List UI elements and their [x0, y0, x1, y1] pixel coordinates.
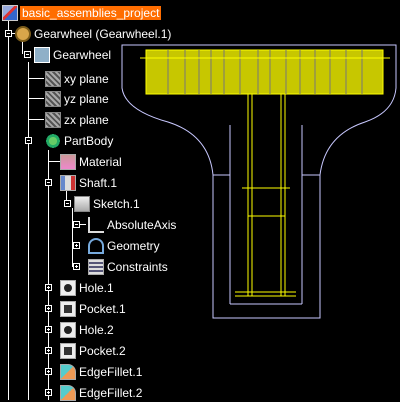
tree-item-label: Shaft.1 — [79, 175, 118, 190]
tree-root-label: basic_assemblies_project — [20, 5, 162, 20]
product-icon — [2, 4, 18, 21]
tree-item-label: AbsoluteAxis — [107, 217, 177, 232]
collapse-toggle[interactable] — [73, 221, 80, 228]
tree-item-label: Sketch.1 — [93, 196, 140, 211]
tree-item-pocket-2[interactable]: Pocket.2 — [45, 341, 126, 360]
material-icon — [60, 153, 76, 170]
tree-item-constraints[interactable]: Constraints — [73, 257, 168, 276]
expand-toggle[interactable] — [45, 284, 52, 291]
tree-item-label: EdgeFillet.1 — [79, 364, 143, 379]
tree-item-label: Hole.2 — [79, 322, 114, 337]
fillet-icon — [60, 384, 76, 401]
expand-toggle[interactable] — [45, 347, 52, 354]
plane-icon — [45, 70, 61, 87]
collapse-toggle[interactable] — [25, 137, 32, 144]
tree-item-yz-plane[interactable]: yz plane — [45, 89, 109, 108]
tree-item-gearwheel-instance[interactable]: Gearwheel (Gearwheel.1) — [5, 24, 172, 43]
shaft-icon — [60, 174, 76, 191]
expand-toggle[interactable] — [73, 263, 80, 270]
expand-toggle[interactable] — [45, 305, 52, 312]
tree-item-label: Material — [79, 154, 122, 169]
plane-icon — [45, 90, 61, 107]
axis-icon — [88, 216, 104, 233]
tree-item-label: Pocket.1 — [79, 301, 126, 316]
pocket-icon — [60, 342, 76, 359]
hole-icon — [60, 321, 76, 338]
expand-toggle[interactable] — [45, 389, 52, 396]
tree-item-label: Pocket.2 — [79, 343, 126, 358]
collapse-toggle[interactable] — [24, 51, 31, 58]
assembly-icon — [15, 25, 31, 42]
selected-gear-geometry — [140, 49, 390, 297]
tree-item-gearwheel-part[interactable]: Gearwheel — [24, 45, 112, 64]
tree-item-edgefillet-1[interactable]: EdgeFillet.1 — [45, 362, 143, 381]
constraints-icon — [88, 258, 104, 275]
tree-item-label: Geometry — [107, 238, 160, 253]
tree-item-partbody[interactable]: PartBody — [25, 131, 114, 150]
collapse-toggle[interactable] — [64, 200, 71, 207]
collapse-toggle[interactable] — [5, 30, 12, 37]
tree-item-label: yz plane — [64, 91, 109, 106]
collapse-toggle[interactable] — [45, 179, 52, 186]
hole-icon — [60, 279, 76, 296]
tree-item-label: Constraints — [107, 259, 168, 274]
tree-item-label: zx plane — [64, 112, 109, 127]
tree-item-edgefillet-2[interactable]: EdgeFillet.2 — [45, 383, 143, 402]
tree-item-sketch[interactable]: Sketch.1 — [64, 194, 140, 213]
tree-item-hole-1[interactable]: Hole.1 — [45, 278, 114, 297]
tree-item-pocket-1[interactable]: Pocket.1 — [45, 299, 126, 318]
part-icon — [34, 46, 50, 63]
pocket-icon — [60, 300, 76, 317]
tree-item-geometry[interactable]: Geometry — [73, 236, 160, 255]
expand-toggle[interactable] — [45, 368, 52, 375]
tree-item-absoluteaxis[interactable]: AbsoluteAxis — [73, 215, 177, 234]
tree-item-label: Hole.1 — [79, 280, 114, 295]
expand-toggle[interactable] — [73, 242, 80, 249]
wireframe-part — [121, 44, 397, 319]
tree-item-shaft[interactable]: Shaft.1 — [45, 173, 118, 192]
fillet-icon — [60, 363, 76, 380]
plane-icon — [45, 111, 61, 128]
tree-item-label: EdgeFillet.2 — [79, 385, 143, 400]
expand-toggle[interactable] — [45, 326, 52, 333]
tree-item-zx-plane[interactable]: zx plane — [45, 110, 109, 129]
tree-item-material[interactable]: Material — [60, 152, 122, 171]
tree-item-hole-2[interactable]: Hole.2 — [45, 320, 114, 339]
tree-root[interactable]: basic_assemblies_project — [2, 3, 162, 22]
tree-item-label: PartBody — [64, 133, 114, 148]
body-icon — [45, 132, 61, 149]
tree-item-label: Gearwheel — [53, 47, 112, 62]
sketch-icon — [74, 195, 90, 212]
tree-item-xy-plane[interactable]: xy plane — [45, 69, 109, 88]
tree-item-label: Gearwheel (Gearwheel.1) — [34, 26, 172, 41]
tree-item-label: xy plane — [64, 71, 109, 86]
geometry-icon — [88, 237, 104, 254]
